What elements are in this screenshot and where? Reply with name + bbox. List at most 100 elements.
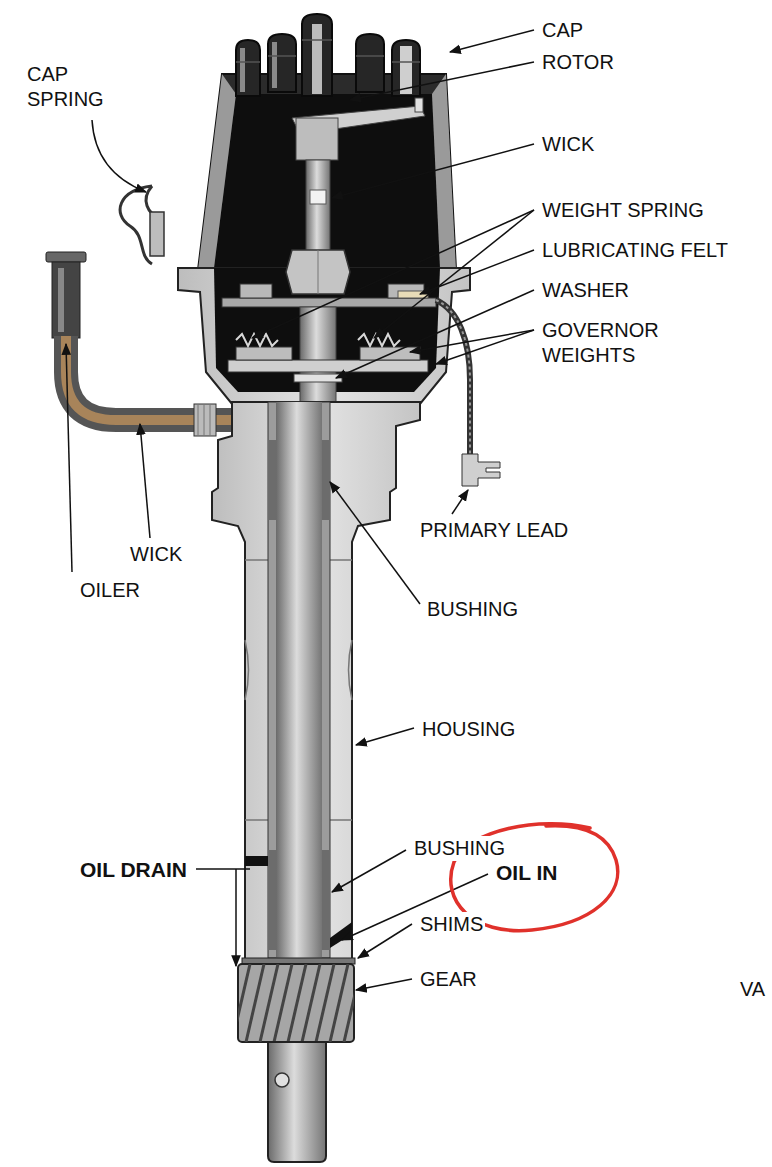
part-label: GEAR [418, 967, 479, 992]
tower-highlight [240, 48, 245, 92]
leader-line [452, 490, 468, 514]
tower-ring [392, 61, 420, 63]
gear [238, 964, 354, 1042]
oiler [194, 404, 216, 436]
leader-line [436, 330, 534, 364]
governor-assembly [300, 307, 336, 402]
distributor-cap [198, 74, 456, 270]
leader-line [252, 210, 534, 338]
leader-line [410, 330, 534, 352]
leader-line [332, 144, 534, 198]
cap-spring [120, 186, 164, 264]
oiler [46, 252, 86, 262]
housing [212, 402, 420, 960]
part-label: HOUSING [420, 717, 517, 742]
part-label: WASHER [540, 278, 631, 303]
leader-line [356, 979, 412, 990]
leader-line [342, 874, 488, 940]
governor-assembly [236, 347, 292, 360]
governor-assembly [358, 334, 400, 346]
part-label: WICK [128, 542, 184, 567]
cap-tower [302, 14, 332, 96]
gear [238, 964, 354, 1042]
part-label: GOVERNOR WEIGHTS [540, 318, 694, 368]
shaft-end [275, 1073, 289, 1087]
leader-line [330, 482, 420, 604]
shaft-top [306, 160, 330, 252]
part-label: CAP SPRING [25, 62, 129, 112]
distributor-cap [214, 94, 440, 268]
leader-line [92, 120, 146, 192]
primary-lead [436, 300, 470, 456]
gear [344, 964, 354, 1042]
tower-ring [268, 55, 296, 57]
leader-line [140, 424, 150, 538]
distributor-cap [432, 74, 456, 270]
shaft-top [306, 160, 330, 252]
leader-line [358, 924, 412, 958]
tower-highlight [272, 42, 277, 88]
leader-line [420, 250, 534, 294]
primary-lead [462, 454, 500, 486]
rotor [296, 118, 338, 160]
primary-lead [436, 300, 500, 486]
cam-nut [286, 250, 350, 294]
rotor [292, 98, 425, 160]
part-label: PRIMARY LEAD [418, 518, 570, 543]
part-label: ROTOR [540, 50, 616, 75]
housing [268, 850, 276, 950]
distributor-cap [198, 74, 236, 270]
oil-drain-bracket [196, 869, 250, 966]
housing [245, 856, 268, 866]
oiler [198, 404, 210, 436]
oil-drain-bracket [235, 869, 237, 966]
part-label: LUBRICATING FELT [540, 238, 730, 263]
cap-spring [150, 212, 164, 256]
governor-assembly [228, 307, 428, 402]
housing [268, 440, 276, 520]
shaft-end [268, 1042, 326, 1162]
leader-line [450, 30, 534, 52]
part-label: SHIMS [418, 912, 485, 937]
oiler [46, 252, 242, 436]
shaft-end [268, 1042, 326, 1162]
cap-tower [392, 40, 420, 96]
breaker-plate [240, 284, 272, 298]
part-label: OILER [78, 578, 142, 603]
tower-highlight [312, 24, 322, 94]
tower-ring [356, 55, 384, 57]
leader-line [374, 210, 534, 338]
tower-ring [236, 61, 260, 63]
housing [212, 402, 420, 960]
cam-nut [318, 250, 319, 294]
callout-label: OIL IN [494, 860, 559, 886]
cap-tower [356, 34, 384, 92]
part-label: WEIGHT SPRING [540, 198, 706, 223]
cam-nut [286, 250, 350, 294]
leader-line [66, 344, 72, 572]
housing [322, 440, 330, 520]
shaft-top [310, 190, 326, 204]
oil-drain-bracket [196, 868, 250, 870]
gear [232, 964, 362, 1042]
part-label: WICK [540, 132, 596, 157]
governor-assembly [228, 360, 428, 372]
tower-ring [236, 40, 420, 62]
part-label: CAP [540, 18, 585, 43]
leader-line [356, 728, 414, 745]
part-label: VA [738, 977, 767, 1002]
housing [276, 402, 322, 958]
oiler [58, 268, 64, 332]
leader-line [350, 62, 534, 100]
cap-tower [236, 14, 420, 96]
part-label: BUSHING [425, 597, 520, 622]
leader-line [336, 290, 534, 378]
tower-highlight [240, 24, 412, 94]
distributor-cap [198, 74, 456, 270]
primary-lead [436, 300, 470, 456]
housing [268, 402, 330, 958]
leader-line [332, 850, 406, 892]
tower-ring [302, 39, 332, 41]
rotor [415, 98, 423, 112]
oiler [52, 262, 80, 338]
